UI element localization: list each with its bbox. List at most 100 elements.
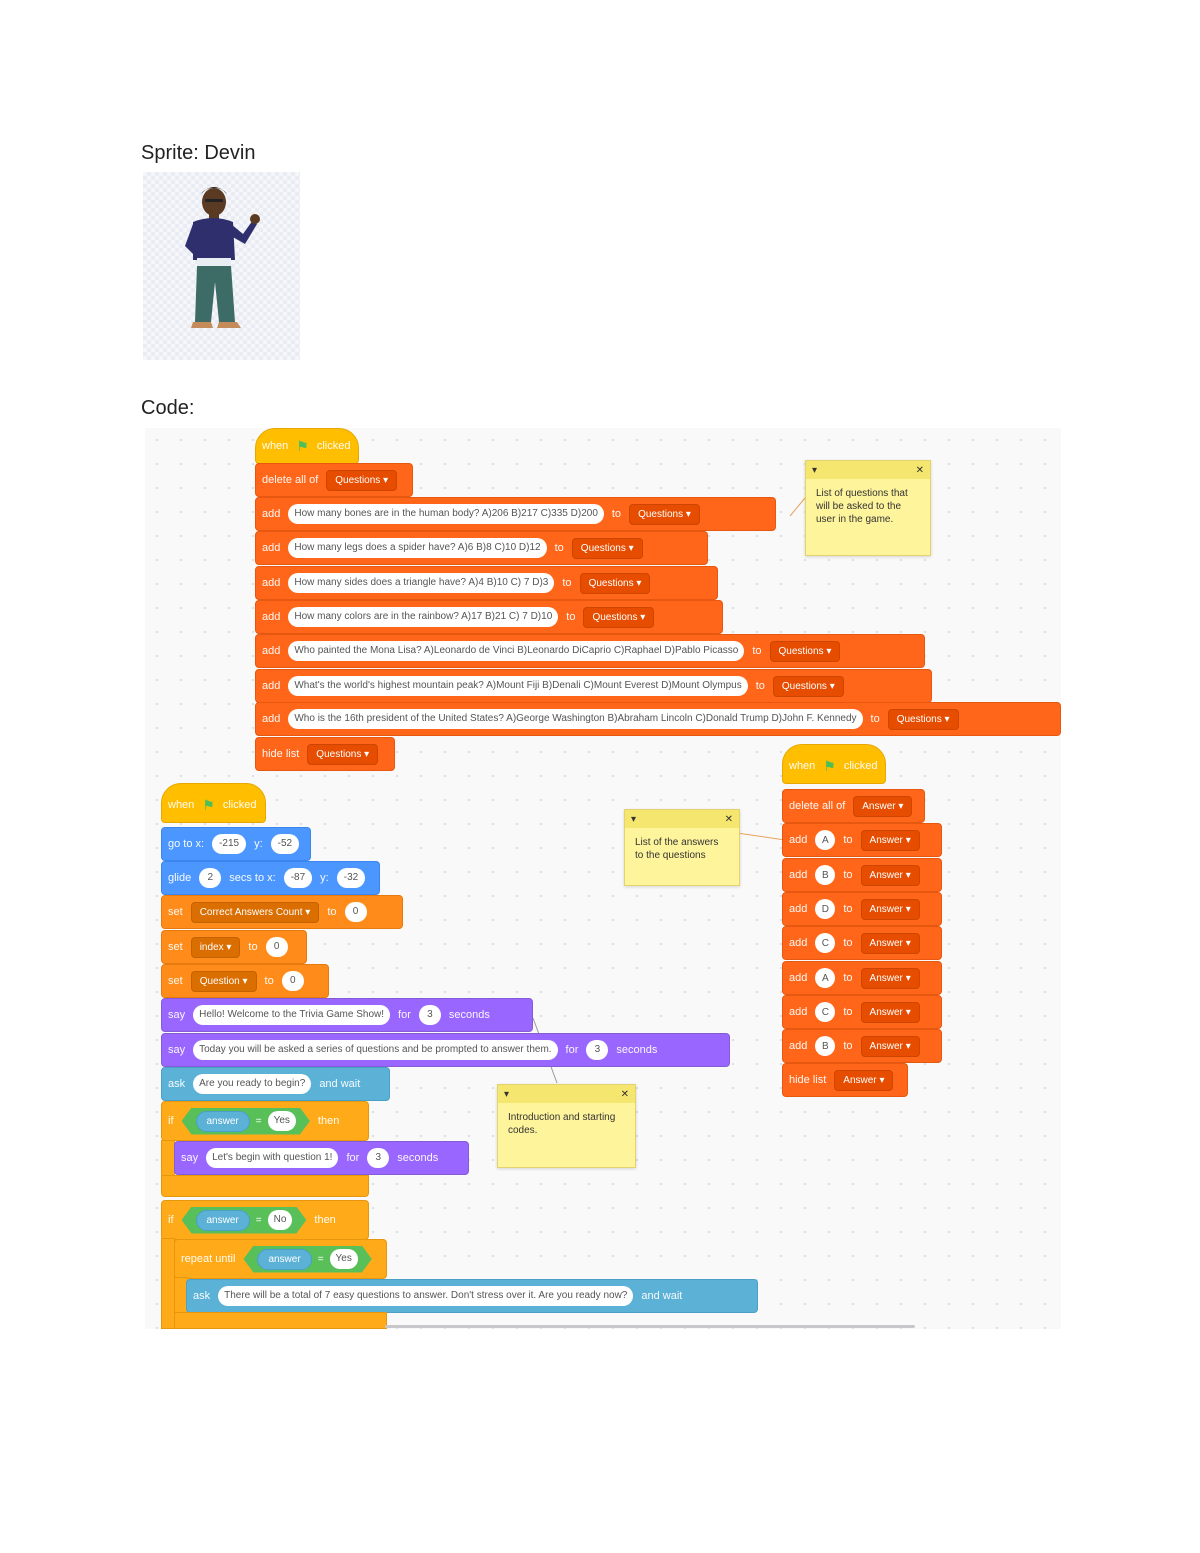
set-variable-block[interactable]: set Correct Answers Count ▾ to 0: [161, 895, 403, 929]
list-dropdown[interactable]: Answer ▾: [834, 1069, 894, 1091]
list-dropdown[interactable]: Questions ▾: [772, 675, 844, 697]
collapse-arrow-icon[interactable]: ▾: [504, 1088, 510, 1100]
glide-to-xy-block[interactable]: glide 2 secs to x: -87 y: -32: [161, 861, 380, 895]
add-answer-block[interactable]: add C to Answer ▾: [782, 995, 942, 1029]
horizontal-scrollbar[interactable]: [385, 1325, 915, 1328]
answer-letter-input[interactable]: B: [815, 1036, 836, 1056]
question-input[interactable]: How many bones are in the human body? A)…: [288, 504, 604, 524]
say-for-secs-block[interactable]: say Hello! Welcome to the Trivia Game Sh…: [161, 998, 533, 1032]
list-dropdown[interactable]: Answer ▾: [860, 864, 920, 886]
variable-dropdown[interactable]: index ▾: [190, 936, 241, 958]
x-input[interactable]: -87: [283, 868, 313, 888]
seconds-input[interactable]: 3: [367, 1148, 390, 1168]
list-dropdown[interactable]: Answer ▾: [860, 898, 920, 920]
list-dropdown[interactable]: Questions ▾: [583, 606, 655, 628]
question-input[interactable]: How many sides does a triangle have? A)4…: [288, 573, 555, 593]
variable-dropdown[interactable]: Question ▾: [190, 970, 257, 992]
delete-all-answer-block[interactable]: delete all of Answer ▾: [782, 789, 925, 823]
list-dropdown[interactable]: Questions ▾: [571, 537, 643, 559]
comment-text[interactable]: List of questions that will be asked to …: [816, 488, 908, 525]
x-input[interactable]: -215: [212, 834, 247, 854]
question-input[interactable]: Who painted the Mona Lisa? A)Leonardo de…: [288, 641, 745, 661]
question-input[interactable]: Who is the 16th president of the United …: [288, 709, 863, 729]
add-question-block[interactable]: add How many legs does a spider have? A)…: [255, 531, 708, 565]
add-question-block[interactable]: add How many colors are in the rainbow? …: [255, 600, 723, 634]
value-input[interactable]: No: [268, 1210, 293, 1230]
question-input[interactable]: What's the world's highest mountain peak…: [288, 676, 748, 696]
variable-dropdown[interactable]: Correct Answers Count ▾: [190, 901, 320, 923]
close-icon[interactable]: ✕: [724, 813, 733, 825]
add-answer-block[interactable]: add B to Answer ▾: [782, 1029, 942, 1063]
intro-comment[interactable]: ▾✕ Introduction and starting codes.: [497, 1084, 636, 1168]
question-input[interactable]: Are you ready to begin?: [193, 1074, 312, 1094]
answer-letter-input[interactable]: B: [815, 865, 836, 885]
if-then-block[interactable]: if answer = No then: [161, 1200, 369, 1240]
answer-reporter[interactable]: answer: [196, 1210, 250, 1231]
questions-comment[interactable]: ▾ ✕ List of questions that will be asked …: [805, 460, 931, 556]
answer-letter-input[interactable]: A: [815, 968, 836, 988]
list-dropdown[interactable]: Questions ▾: [629, 503, 700, 525]
scratch-code-area[interactable]: when ⚑ clicked delete all of Questions ▾…: [145, 428, 1061, 1329]
value-input[interactable]: Yes: [268, 1111, 296, 1131]
ask-and-wait-block[interactable]: ask Are you ready to begin? and wait: [161, 1067, 390, 1101]
add-answer-block[interactable]: add C to Answer ▾: [782, 926, 942, 960]
collapse-arrow-icon[interactable]: ▾: [631, 813, 637, 825]
list-dropdown[interactable]: Answer ▾: [860, 967, 920, 989]
message-input[interactable]: Hello! Welcome to the Trivia Game Show!: [193, 1005, 391, 1025]
y-input[interactable]: -32: [336, 868, 366, 888]
repeat-until-block[interactable]: repeat until answer = Yes: [174, 1239, 387, 1279]
add-question-block[interactable]: add Who is the 16th president of the Uni…: [255, 702, 1061, 736]
answers-comment[interactable]: ▾ ✕ List of the answers to the questions: [624, 809, 740, 886]
add-question-block[interactable]: add What's the world's highest mountain …: [255, 669, 932, 703]
value-input[interactable]: 0: [281, 971, 304, 991]
when-flag-clicked-block[interactable]: when ⚑ clicked: [161, 783, 266, 823]
answer-letter-input[interactable]: D: [815, 899, 836, 919]
list-dropdown[interactable]: Answer ▾: [853, 795, 913, 817]
answer-reporter[interactable]: answer: [257, 1249, 311, 1270]
value-input[interactable]: 0: [265, 937, 288, 957]
list-dropdown[interactable]: Answer ▾: [860, 1035, 920, 1057]
hide-list-answer-block[interactable]: hide list Answer ▾: [782, 1063, 908, 1097]
list-dropdown[interactable]: Answer ▾: [860, 932, 920, 954]
equals-operator[interactable]: answer = Yes: [182, 1108, 310, 1135]
list-dropdown[interactable]: Answer ▾: [860, 1001, 920, 1023]
add-answer-block[interactable]: add B to Answer ▾: [782, 858, 942, 892]
answer-letter-input[interactable]: A: [815, 830, 836, 850]
delete-all-questions-block[interactable]: delete all of Questions ▾: [255, 463, 413, 497]
add-answer-block[interactable]: add D to Answer ▾: [782, 892, 942, 926]
list-dropdown[interactable]: Questions ▾: [887, 708, 959, 730]
add-question-block[interactable]: add How many bones are in the human body…: [255, 497, 776, 531]
set-variable-block[interactable]: set Question ▾ to 0: [161, 964, 329, 998]
add-question-block[interactable]: add How many sides does a triangle have?…: [255, 566, 718, 600]
message-input[interactable]: Today you will be asked a series of ques…: [193, 1040, 558, 1060]
y-input[interactable]: -52: [270, 834, 300, 854]
when-flag-clicked-block[interactable]: when ⚑ clicked: [255, 428, 359, 464]
secs-input[interactable]: 2: [199, 868, 222, 888]
equals-operator[interactable]: answer = Yes: [243, 1246, 371, 1273]
value-input[interactable]: Yes: [330, 1249, 358, 1269]
answer-reporter[interactable]: answer: [196, 1111, 250, 1132]
ask-and-wait-block[interactable]: ask There will be a total of 7 easy ques…: [186, 1279, 758, 1313]
close-icon[interactable]: ✕: [915, 464, 924, 476]
seconds-input[interactable]: 3: [418, 1005, 441, 1025]
collapse-arrow-icon[interactable]: ▾: [812, 464, 818, 476]
list-dropdown[interactable]: Questions ▾: [579, 572, 651, 594]
add-question-block[interactable]: add Who painted the Mona Lisa? A)Leonard…: [255, 634, 925, 668]
seconds-input[interactable]: 3: [586, 1040, 609, 1060]
answer-letter-input[interactable]: C: [815, 1002, 836, 1022]
question-input[interactable]: How many colors are in the rainbow? A)17…: [288, 607, 559, 627]
list-dropdown[interactable]: Questions ▾: [326, 469, 398, 491]
add-answer-block[interactable]: add A to Answer ▾: [782, 961, 942, 995]
comment-text[interactable]: List of the answers to the questions: [635, 837, 719, 861]
list-dropdown[interactable]: Questions ▾: [307, 743, 379, 765]
hide-list-questions-block[interactable]: hide list Questions ▾: [255, 737, 395, 771]
answer-letter-input[interactable]: C: [815, 933, 836, 953]
close-icon[interactable]: ✕: [620, 1088, 629, 1100]
equals-operator[interactable]: answer = No: [182, 1207, 307, 1234]
if-then-block[interactable]: if answer = Yes then: [161, 1101, 369, 1141]
value-input[interactable]: 0: [344, 902, 367, 922]
go-to-xy-block[interactable]: go to x: -215 y: -52: [161, 827, 311, 861]
list-dropdown[interactable]: Questions ▾: [769, 640, 841, 662]
when-flag-clicked-block[interactable]: when ⚑ clicked: [782, 744, 886, 784]
question-input[interactable]: How many legs does a spider have? A)6 B)…: [288, 538, 547, 558]
